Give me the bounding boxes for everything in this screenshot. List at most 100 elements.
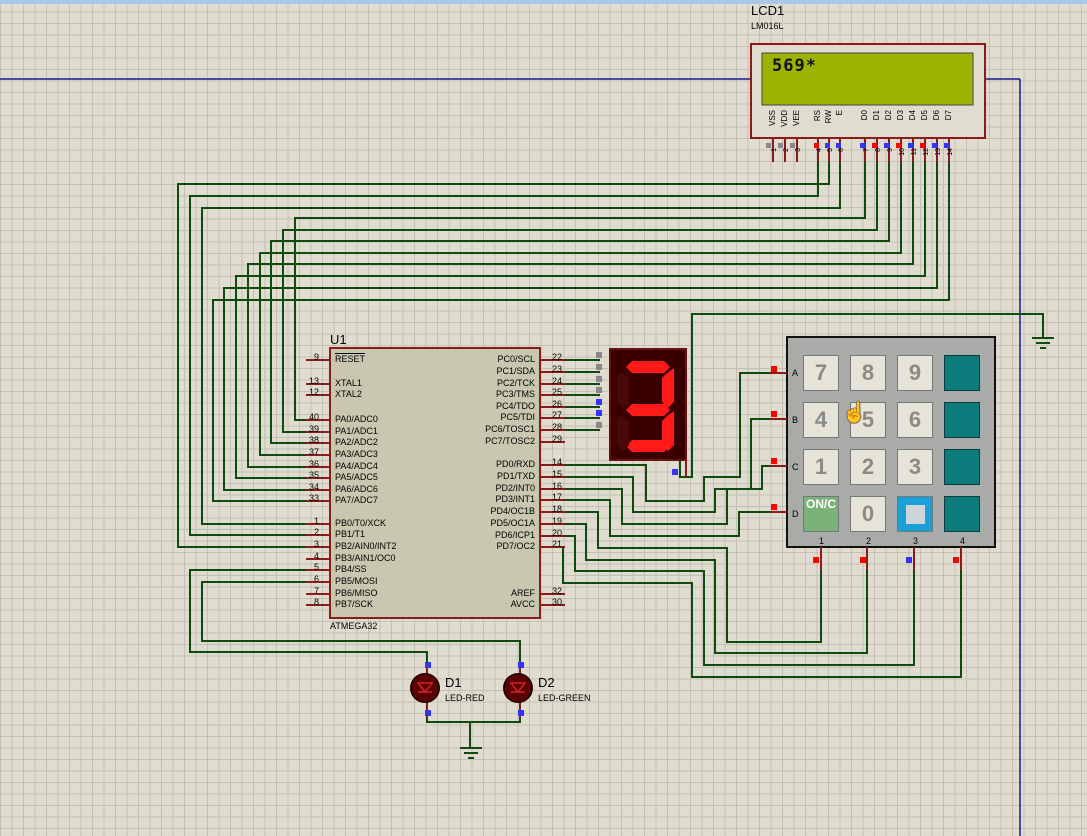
lcd-pin-number: 1: [771, 148, 778, 152]
mcu-pin-name: PB7/SCK: [335, 599, 374, 609]
keypad-key[interactable]: [944, 355, 980, 391]
keypad-key[interactable]: 4: [803, 402, 839, 438]
mcu-pin-number: 23: [552, 364, 563, 374]
mcu-pin-number: 29: [552, 434, 563, 444]
keypad-col-label: 2: [866, 536, 872, 546]
mcu-pin-number: 3: [313, 539, 319, 549]
lcd-pin-label: RS: [813, 110, 822, 122]
mcu-pin-name: PB3/AIN1/OC0: [335, 553, 396, 563]
keypad-row-label: D: [792, 509, 799, 519]
keypad-row-label: B: [792, 415, 799, 425]
lcd-ref: LCD1: [751, 3, 785, 18]
mcu-pin-number: 8: [313, 597, 319, 607]
keypad-key[interactable]: 0: [850, 496, 886, 532]
mcu-pin-name: PD5/OC1A: [490, 518, 535, 528]
lcd-pin-label: VDD: [780, 110, 789, 127]
mcu-pin-number: 20: [552, 528, 563, 538]
mcu-pin-name: PB6/MISO: [335, 588, 378, 598]
mcu-body: [329, 347, 541, 619]
mcu-pin-number: 6: [313, 574, 319, 584]
lcd-pin-number: 9: [887, 148, 894, 152]
led-d2: [503, 665, 533, 718]
keypad-key[interactable]: 7: [803, 355, 839, 391]
led-d1-model: LED-RED: [445, 693, 485, 703]
mcu-pin-name: PC6/TOSC1: [485, 424, 535, 434]
lcd-pin-label: D4: [908, 110, 917, 121]
mcu-pin-number: 15: [552, 469, 563, 479]
lcd-pin-number: 10: [899, 148, 906, 156]
lcd-pin-label: D6: [932, 110, 941, 121]
keypad-key[interactable]: [944, 402, 980, 438]
keypad-key[interactable]: 5: [850, 402, 886, 438]
mcu-pin-number: 19: [552, 516, 563, 526]
lcd-pin-number: 3: [795, 148, 802, 152]
mcu-pin-name: PB5/MOSI: [335, 576, 378, 586]
mcu-pin-name: PA3/ADC3: [335, 449, 378, 459]
mcu-pin-number: 39: [308, 424, 319, 434]
mcu-pin-name: PD2/INT0: [495, 483, 535, 493]
mcu-pin-number: 2: [313, 527, 319, 537]
mcu-pin-number: 36: [308, 459, 319, 469]
keypad-key[interactable]: [944, 496, 980, 532]
mcu-pin-number: 28: [552, 422, 563, 432]
led-d2-model: LED-GREEN: [538, 693, 591, 703]
mcu-ref: U1: [330, 332, 347, 347]
keypad-key[interactable]: 2: [850, 449, 886, 485]
lcd-display-text: 569*: [772, 56, 817, 76]
mcu-pin-name: PC7/TOSC2: [485, 436, 535, 446]
mcu-pin-number: 26: [552, 399, 563, 409]
lcd-pin-label: D5: [920, 110, 929, 121]
mcu-pin-number: 5: [313, 562, 319, 572]
lcd-pin-label: E: [835, 110, 844, 116]
mcu-pin-name: PD3/INT1: [495, 494, 535, 504]
lcd-pin-label: D0: [860, 110, 869, 121]
keypad-key[interactable]: 1: [803, 449, 839, 485]
mcu-pin-name: PD4/OC1B: [490, 506, 535, 516]
keypad-key[interactable]: 8: [850, 355, 886, 391]
mcu-pin-name: PA6/ADC6: [335, 484, 378, 494]
mcu-pin-number: 22: [552, 352, 563, 362]
keypad-key[interactable]: 9: [897, 355, 933, 391]
lcd-model: LM016L: [751, 21, 784, 31]
lcd-pin-number: 7: [863, 148, 870, 152]
lcd-pin-number: 11: [911, 148, 918, 156]
seven-segment-lit: [626, 361, 674, 452]
mcu-model: ATMEGA32: [330, 621, 378, 631]
pin-state-indicators: [425, 143, 959, 716]
mcu-pin-name: AVCC: [510, 599, 535, 609]
mcu-pin-name: PA0/ADC0: [335, 414, 378, 424]
lcd-pin-label: D1: [872, 110, 881, 121]
lcd-pin-number: 14: [947, 148, 954, 156]
mcu-pin-name: PC4/TDO: [495, 401, 535, 411]
mcu-pin-name: PA7/ADC7: [335, 495, 378, 505]
lcd-pin-label: RW: [824, 110, 833, 124]
keypad-row-label: A: [792, 368, 799, 378]
keypad-key[interactable]: [897, 496, 933, 532]
keypad-key[interactable]: ON/C: [803, 496, 839, 532]
seven-segment-unlit: [617, 372, 629, 451]
window-top-border: [0, 0, 1087, 4]
wires: [177, 150, 1054, 759]
keypad-key[interactable]: 6: [897, 402, 933, 438]
mcu-pin-number: 32: [552, 586, 563, 596]
lcd-pin-lines: [772, 138, 950, 162]
mcu-pin-number: 25: [552, 387, 563, 397]
mcu-pin-number: 16: [552, 481, 563, 491]
mcu-pin-number: 13: [308, 376, 319, 386]
mcu-pin-name: PA2/ADC2: [335, 437, 378, 447]
mcu-pin-name: PD6/ICP1: [494, 530, 535, 540]
keypad-key[interactable]: [944, 449, 980, 485]
mcu-pin-number: 21: [552, 539, 563, 549]
mcu-pin-number: 38: [308, 435, 319, 445]
mcu-pin-number: 33: [308, 493, 319, 503]
mcu-pin-number: 14: [552, 457, 563, 467]
lcd-screen: [761, 52, 974, 106]
keypad-key[interactable]: 3: [897, 449, 933, 485]
mcu-pin-number: 1: [313, 516, 319, 526]
mcu-pin-name: PD0/RXD: [495, 459, 535, 469]
mcu-pin-number: 35: [308, 470, 319, 480]
mcu-pin-number: 30: [552, 597, 563, 607]
led-d1: [410, 665, 440, 718]
mcu-pin-name: XTAL1: [335, 378, 362, 388]
mcu-pin-name: PC3/TMS: [495, 389, 535, 399]
